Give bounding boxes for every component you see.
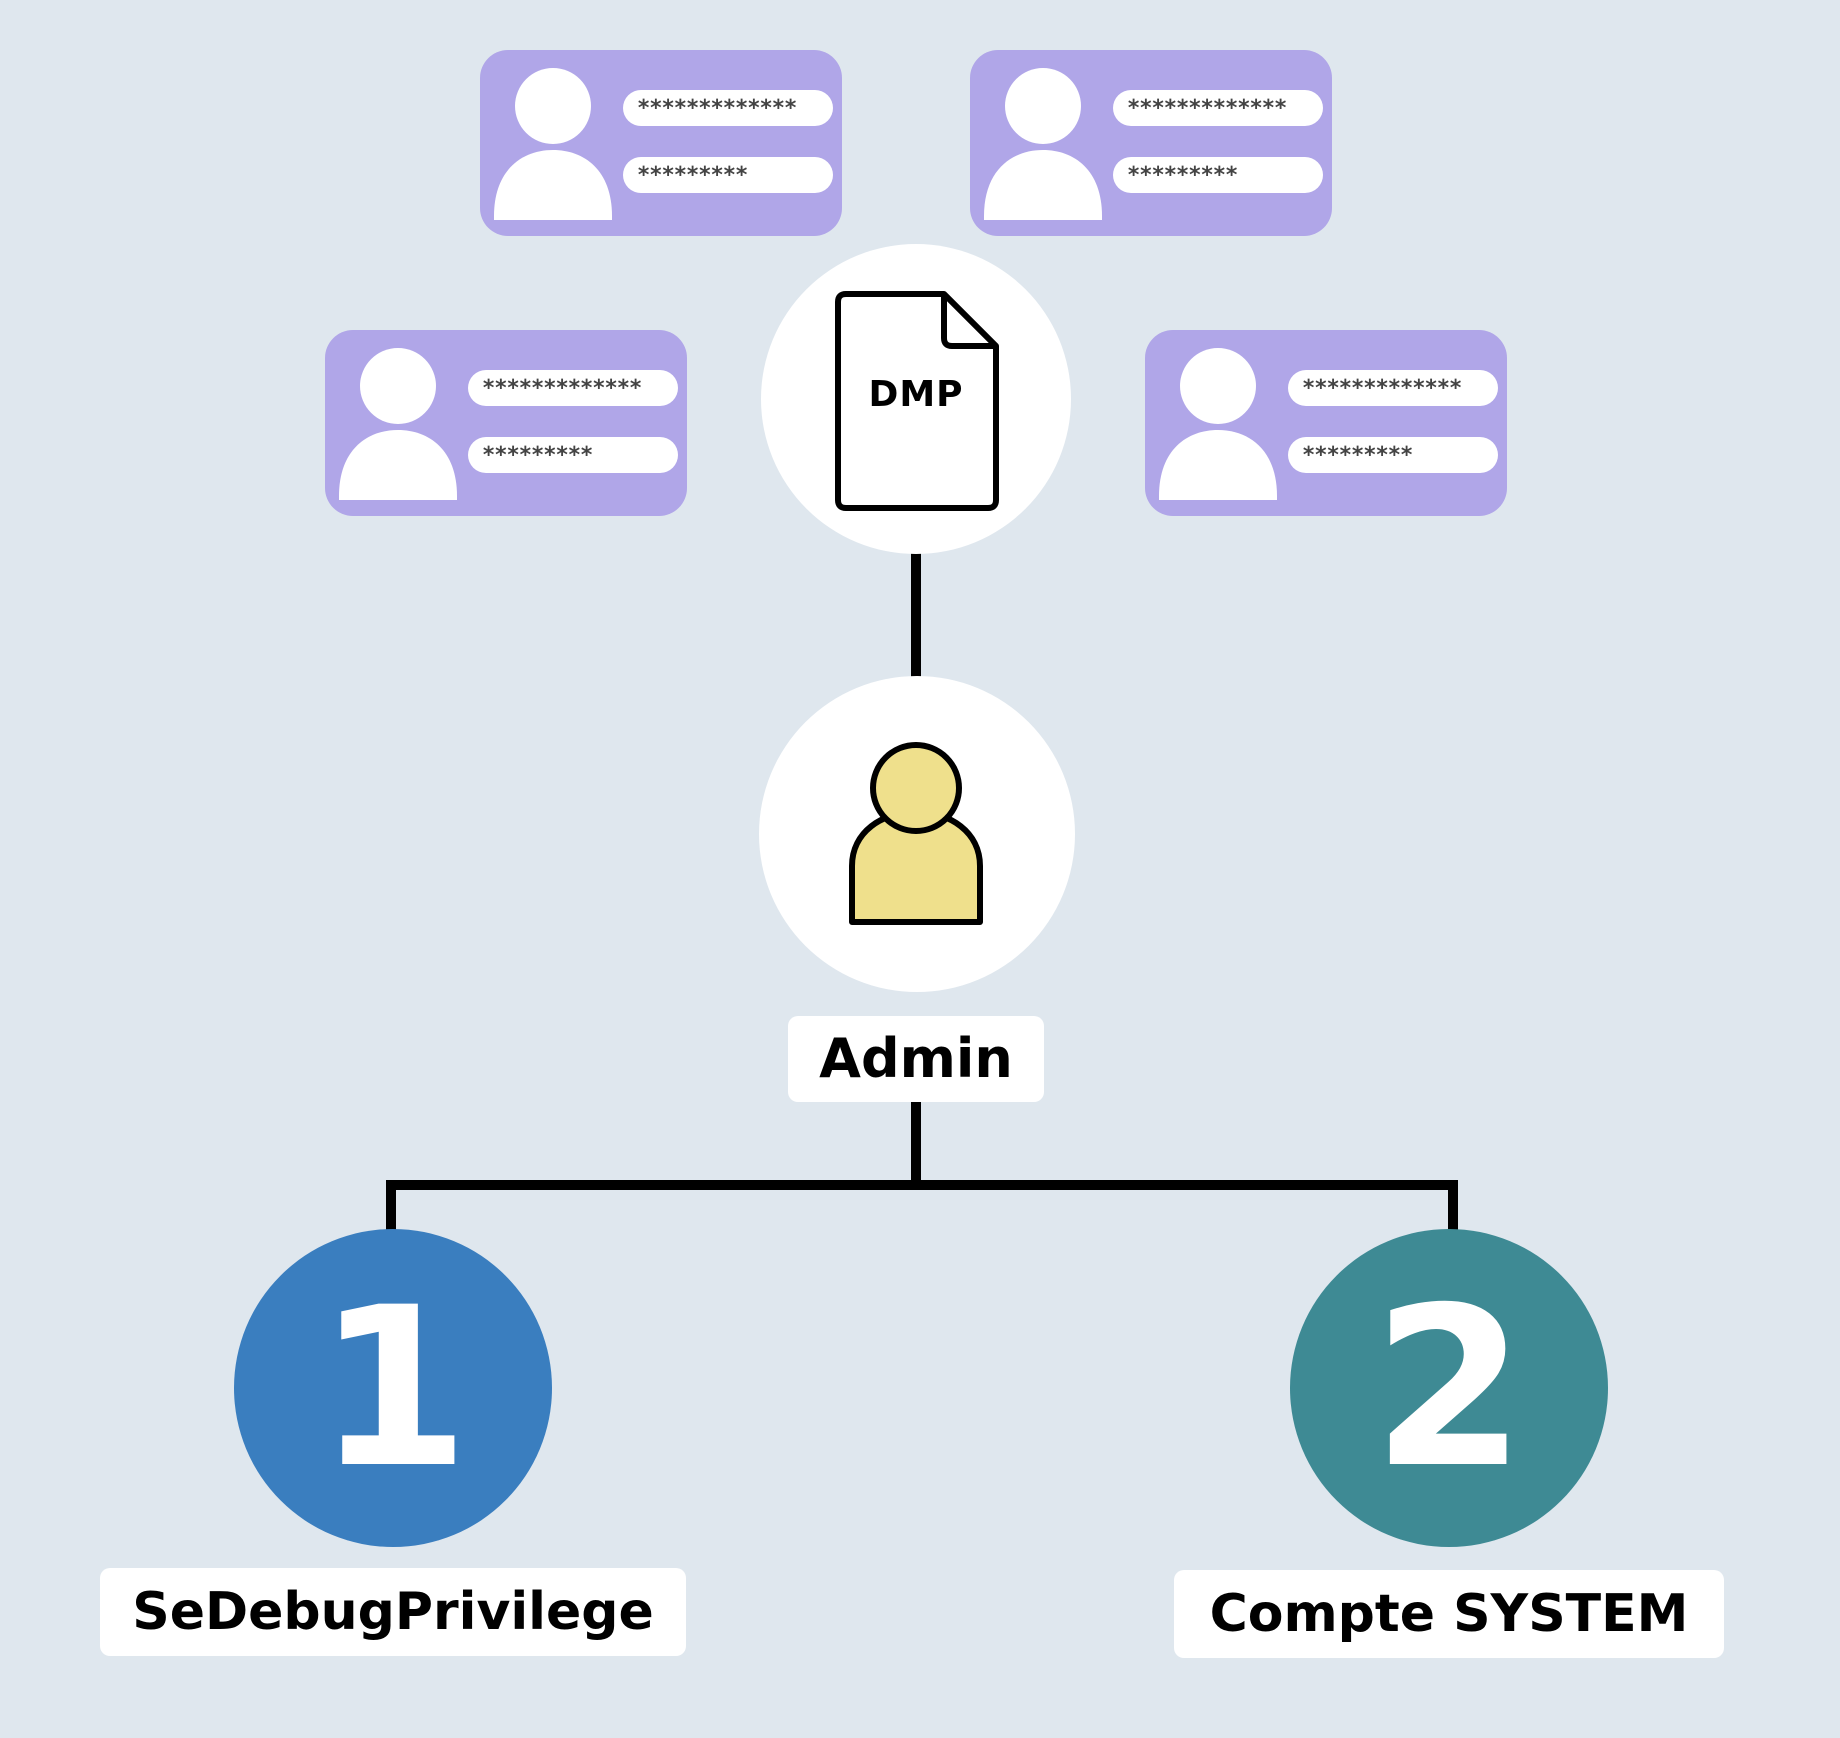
password-field: ********* xyxy=(623,157,833,193)
step-1-circle: 1 xyxy=(234,1229,552,1547)
dump-file-label: DMP xyxy=(868,374,964,415)
user-icon xyxy=(494,68,612,220)
step-2-label: Compte SYSTEM xyxy=(1174,1570,1724,1658)
user-icon xyxy=(1159,348,1277,500)
username-field: ************* xyxy=(468,370,678,406)
connector-admin-down xyxy=(911,1100,921,1188)
password-field: ********* xyxy=(1288,437,1498,473)
credential-card-top-left: ************* ********* xyxy=(480,50,842,236)
user-icon xyxy=(984,68,1102,220)
connector-horizontal xyxy=(386,1180,1458,1190)
password-field: ********* xyxy=(1113,157,1323,193)
admin-user-icon xyxy=(849,742,983,925)
step-2-circle: 2 xyxy=(1290,1229,1608,1547)
file-icon xyxy=(835,291,999,511)
user-icon xyxy=(339,348,457,500)
credential-card-mid-left: ************* ********* xyxy=(325,330,687,516)
username-field: ************* xyxy=(623,90,833,126)
step-1-label: SeDebugPrivilege xyxy=(100,1568,686,1656)
admin-label: Admin xyxy=(788,1016,1044,1102)
connector-to-step-1 xyxy=(386,1180,396,1240)
credential-card-mid-right: ************* ********* xyxy=(1145,330,1507,516)
connector-dmp-admin xyxy=(911,552,921,678)
credential-card-top-right: ************* ********* xyxy=(970,50,1332,236)
connector-to-step-2 xyxy=(1448,1180,1458,1240)
password-field: ********* xyxy=(468,437,678,473)
username-field: ************* xyxy=(1288,370,1498,406)
username-field: ************* xyxy=(1113,90,1323,126)
